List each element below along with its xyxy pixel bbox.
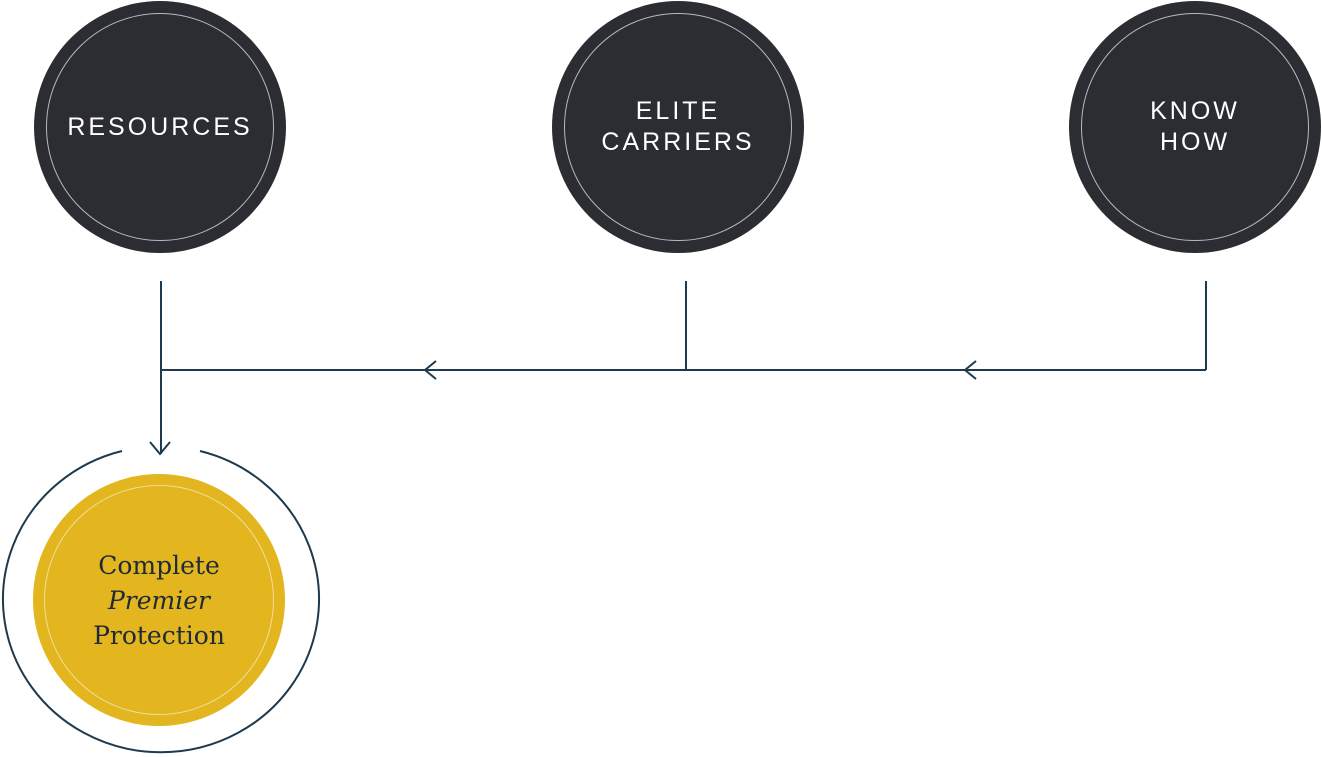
elite-carriers-node: ELITE CARRIERS bbox=[552, 1, 804, 253]
resources-node: RESOURCES bbox=[34, 1, 286, 253]
resources-node-ring: RESOURCES bbox=[46, 13, 274, 241]
arrow-down-icon bbox=[149, 441, 171, 456]
know-how-node: KNOW HOW bbox=[1069, 1, 1321, 253]
elite-carriers-label-line2: CARRIERS bbox=[601, 128, 755, 156]
know-how-node-ring: KNOW HOW bbox=[1081, 13, 1309, 241]
result-line-protection: Protection bbox=[93, 620, 225, 650]
elite-carriers-label-line1: ELITE bbox=[635, 97, 721, 125]
elite-carriers-node-ring: ELITE CARRIERS bbox=[564, 13, 792, 241]
complete-premier-protection-node: Complete Premier Protection bbox=[33, 474, 285, 726]
result-outer-ring bbox=[2, 450, 320, 754]
arrow-left-icon bbox=[963, 360, 977, 380]
arrow-left-icon bbox=[423, 360, 437, 380]
result-line-premier: Premier bbox=[107, 585, 210, 615]
know-how-label-line1: KNOW bbox=[1150, 97, 1240, 125]
resources-label: RESOURCES bbox=[67, 112, 253, 141]
know-how-label-line2: HOW bbox=[1159, 128, 1231, 156]
result-node-ring: Complete Premier Protection bbox=[44, 485, 274, 715]
result-line-complete: Complete bbox=[98, 550, 220, 580]
